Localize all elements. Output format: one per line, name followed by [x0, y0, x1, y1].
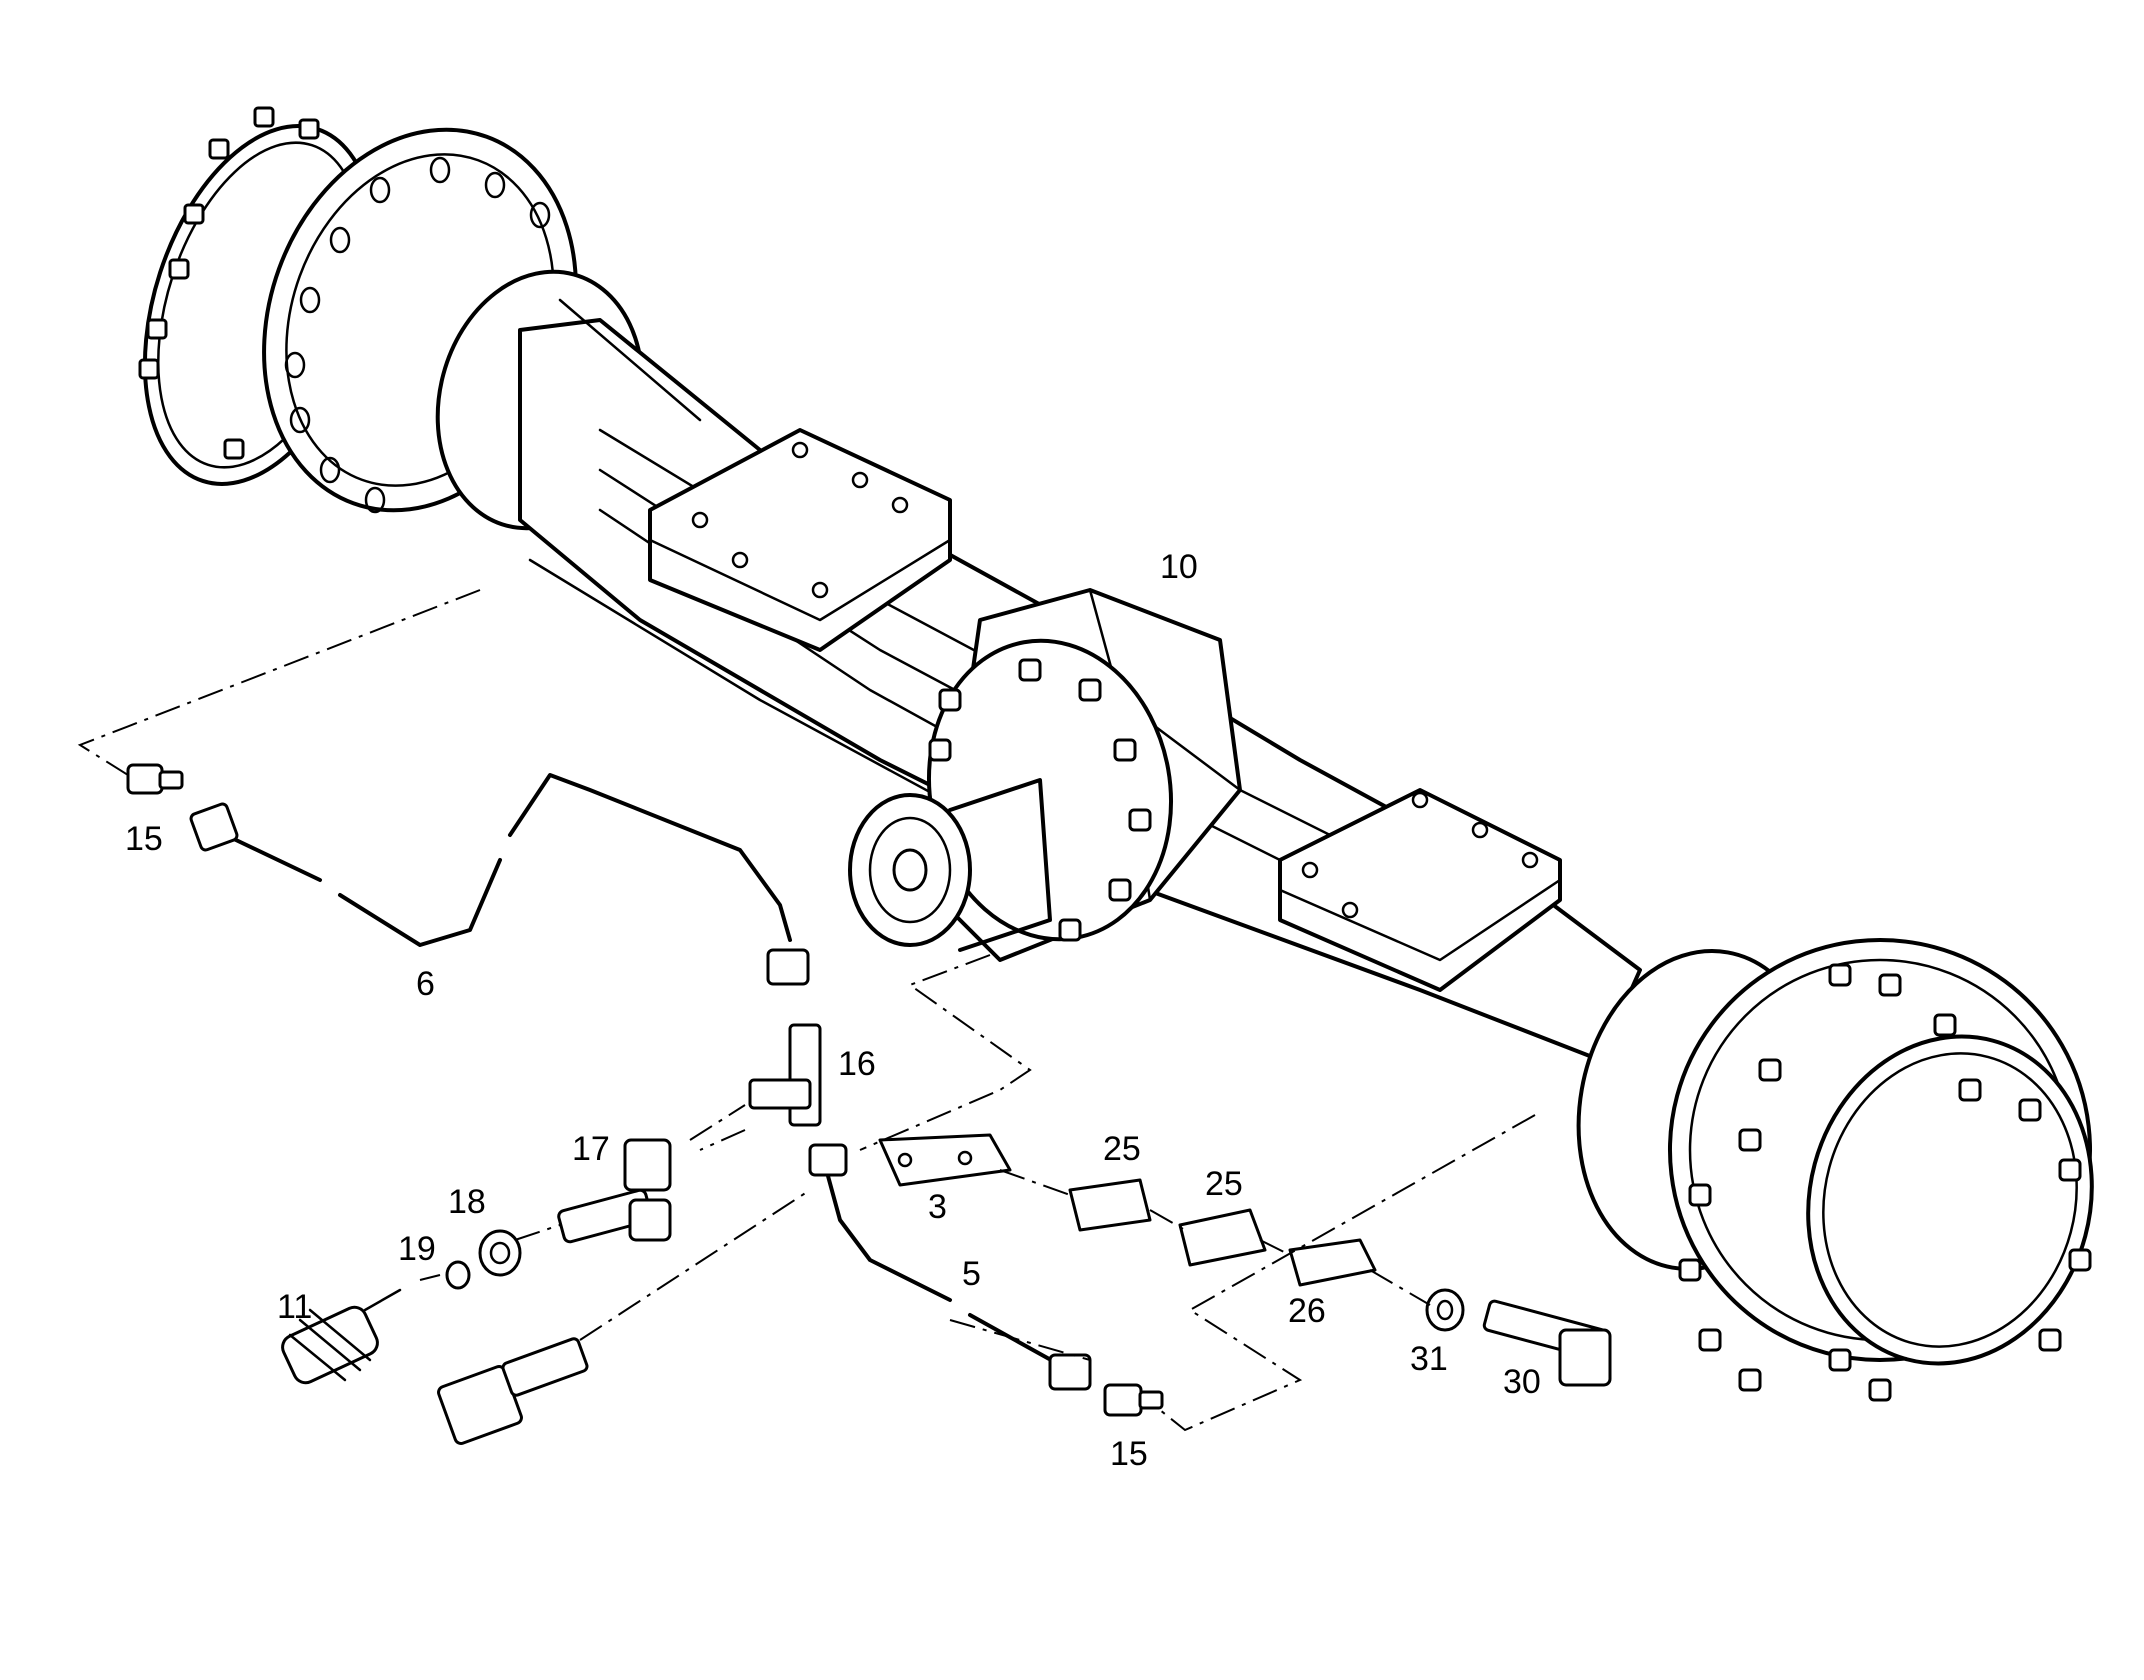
brake-line-6	[189, 773, 810, 986]
washer-31	[1425, 1288, 1465, 1332]
brake-line-5	[808, 1143, 1092, 1391]
clamp-25a	[1068, 1178, 1152, 1232]
callout-5: 5	[962, 1255, 981, 1293]
leader-lines	[77, 589, 1536, 1432]
differential-flange	[848, 638, 1174, 952]
callout-18: 18	[448, 1183, 486, 1221]
callout-31: 31	[1410, 1340, 1448, 1378]
nut-18	[478, 1229, 522, 1277]
bleeder-11	[281, 1288, 402, 1385]
callout-10: 10	[1160, 548, 1198, 586]
left-hub-studs	[138, 106, 320, 460]
diff-flange-bolts	[928, 658, 1152, 942]
callout-16: 16	[838, 1045, 876, 1083]
washer-19	[445, 1260, 471, 1290]
callout-15-top: 15	[125, 820, 163, 858]
tee-fitting-16	[748, 1023, 822, 1127]
bolt-long	[437, 1337, 589, 1445]
callout-19: 19	[398, 1230, 436, 1268]
left-flange-bolt-holes	[284, 156, 551, 514]
fitting-15-top	[126, 763, 184, 795]
callout-25-b: 25	[1205, 1165, 1243, 1203]
plate-26	[1288, 1238, 1377, 1287]
callout-6: 6	[416, 965, 435, 1003]
right-wheel-hub	[1576, 938, 2094, 1402]
clip-3	[878, 1133, 1012, 1187]
callout-11: 11	[277, 1288, 312, 1326]
fitting-15-bottom	[1103, 1383, 1164, 1417]
callout-30: 30	[1503, 1363, 1541, 1401]
callout-15-bottom: 15	[1110, 1435, 1148, 1473]
callout-labels: 10 15 6 16 17 18 19 11 3 25 25 26 5 15 3…	[125, 548, 1541, 1473]
callout-17: 17	[572, 1130, 610, 1168]
callout-3: 3	[928, 1188, 947, 1226]
clamp-25b	[1178, 1208, 1267, 1267]
tee-fitting-17	[557, 1138, 672, 1244]
bolt-30	[1482, 1299, 1612, 1387]
callout-25-a: 25	[1103, 1130, 1141, 1168]
right-hub-studs	[1678, 963, 2092, 1402]
callout-26: 26	[1288, 1292, 1326, 1330]
